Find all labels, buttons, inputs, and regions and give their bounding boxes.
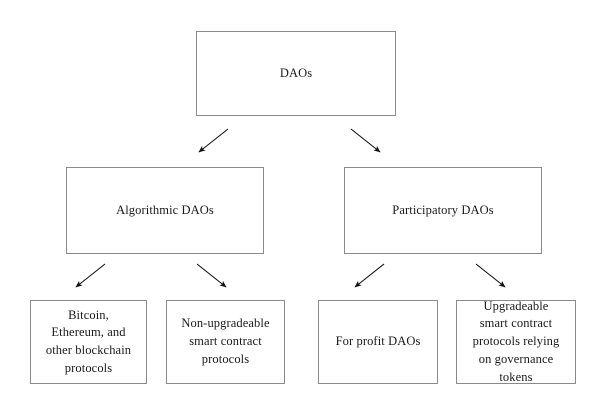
- node-daos: DAOs: [196, 31, 396, 116]
- node-non-upgradeable-protocols-label: Non-upgradeable smart contract protocols: [181, 316, 270, 366]
- edge-algorithmic-to-non-upgradeable: [196, 263, 227, 288]
- node-algorithmic-daos-label: Algorithmic DAOs: [116, 202, 214, 217]
- node-daos-label: DAOs: [279, 65, 313, 80]
- node-for-profit-daos: For profit DAOs: [318, 300, 438, 384]
- edge-participatory-to-upgradeable: [475, 263, 506, 288]
- node-non-upgradeable-protocols: Non-upgradeable smart contract protocols: [166, 300, 285, 384]
- node-upgradeable-protocols: Upgradeable smart contract protocols rel…: [456, 298, 576, 384]
- node-blockchain-protocols-label: Bitcoin, Ethereum, and other blockchain …: [45, 307, 132, 375]
- node-participatory-daos: Participatory DAOs: [344, 167, 542, 254]
- node-upgradeable-protocols-label: Upgradeable smart contract protocols rel…: [472, 298, 560, 384]
- node-blockchain-protocols: Bitcoin, Ethereum, and other blockchain …: [30, 300, 147, 384]
- node-participatory-daos-label: Participatory DAOs: [392, 202, 494, 217]
- node-algorithmic-daos: Algorithmic DAOs: [66, 167, 264, 254]
- edge-root-to-participatory: [350, 128, 381, 153]
- edge-participatory-to-for-profit: [354, 263, 385, 288]
- edge-root-to-algorithmic: [198, 128, 229, 153]
- edge-algorithmic-to-blockchain-protocols: [75, 263, 106, 288]
- node-for-profit-daos-label: For profit DAOs: [335, 334, 421, 349]
